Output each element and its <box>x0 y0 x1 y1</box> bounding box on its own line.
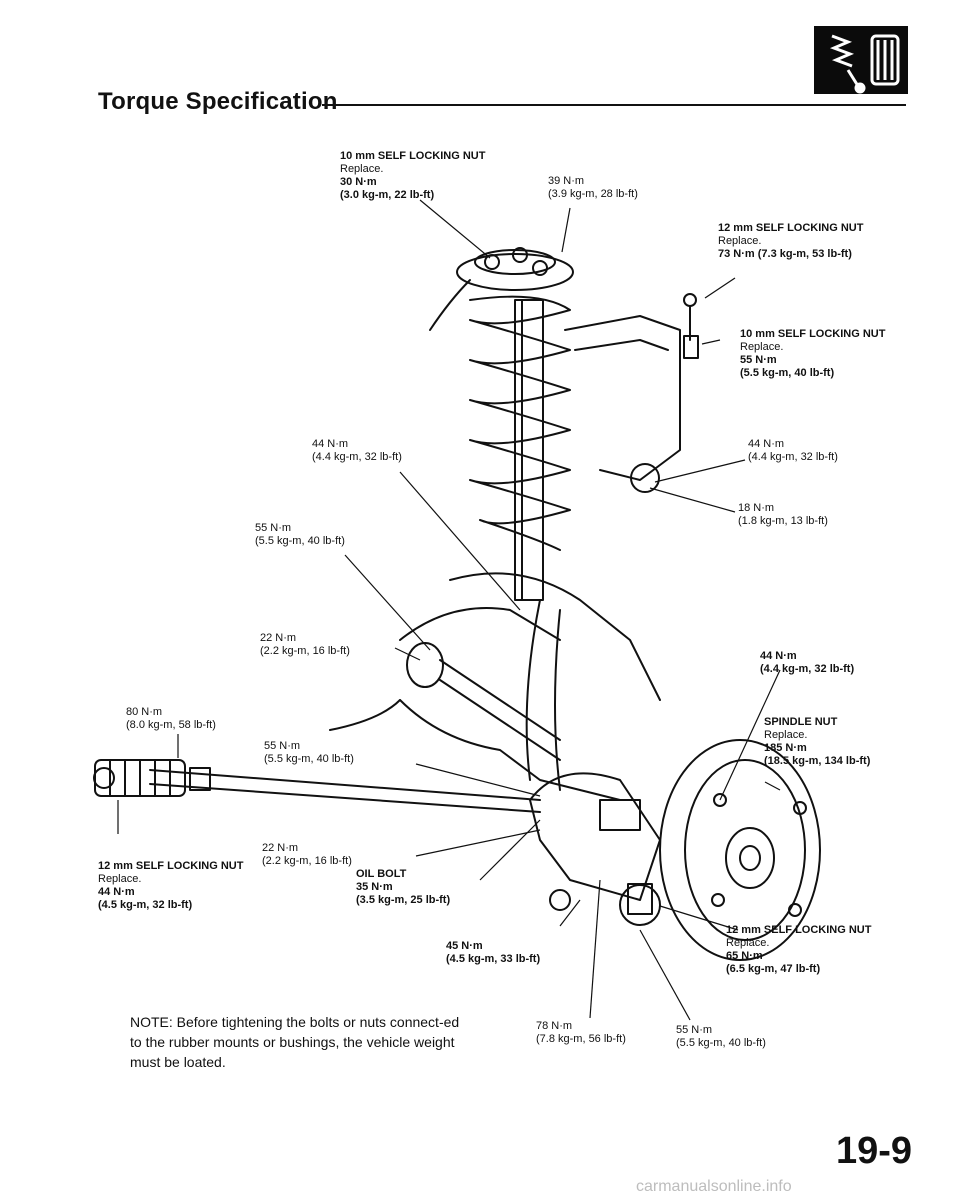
callout-oil-bolt: OIL BOLT 35 N·m (3.5 kg-m, 25 lb-ft) <box>356 868 451 906</box>
callout-fork-pinch-bolt: 55 N·m (5.5 kg-m, 40 lb-ft) <box>255 522 345 547</box>
page-number: 19-9 <box>836 1130 913 1172</box>
callout-lower-ball-joint-nut: 12 mm SELF LOCKING NUT Replace. 65 N·m (… <box>726 924 872 975</box>
page-title: Torque Specification <box>98 88 338 115</box>
callout-abs-sensor: 18 N·m (1.8 kg-m, 13 lb-ft) <box>738 502 828 527</box>
callout-fork-bolt: 44 N·m (4.4 kg-m, 32 lb-ft) <box>312 438 402 463</box>
callout-upper-arm-nut: 12 mm SELF LOCKING NUT Replace. 73 N·m (… <box>718 222 864 260</box>
callout-spindle-nut: SPINDLE NUT Replace. 185 N·m (18.5 kg-m,… <box>764 716 871 767</box>
callout-lower-arm-bolt: 55 N·m (5.5 kg-m, 40 lb-ft) <box>264 740 354 765</box>
shock-absorber-icon <box>814 26 908 94</box>
callout-shock-nut: 39 N·m (3.9 kg-m, 28 lb-ft) <box>548 175 638 200</box>
callout-radius-rod-locking-nut: 12 mm SELF LOCKING NUT Replace. 44 N·m (… <box>98 860 244 911</box>
callout-ball-joint: 44 N·m (4.4 kg-m, 32 lb-ft) <box>748 438 838 463</box>
callout-arm-locking-nut: 10 mm SELF LOCKING NUT Replace. 55 N·m (… <box>740 328 886 379</box>
callout-radius-rod-nut: 80 N·m (8.0 kg-m, 58 lb-ft) <box>126 706 216 731</box>
watermark: carmanualsonline.info <box>636 1178 792 1195</box>
callout-stabilizer-link: 22 N·m (2.2 kg-m, 16 lb-ft) <box>260 632 350 657</box>
callout-upper-mount-nut: 10 mm SELF LOCKING NUT Replace. 30 N·m (… <box>340 150 486 201</box>
callout-damper-fork-bolt: 55 N·m (5.5 kg-m, 40 lb-ft) <box>676 1024 766 1049</box>
callout-caliper-mount: 78 N·m (7.8 kg-m, 56 lb-ft) <box>536 1020 626 1045</box>
callout-caliper-bolt: 45 N·m (4.5 kg-m, 33 lb-ft) <box>446 940 541 965</box>
callout-stabilizer-nut: 22 N·m (2.2 kg-m, 16 lb-ft) <box>262 842 352 867</box>
callout-tie-rod-end: 44 N·m (4.4 kg-m, 32 lb-ft) <box>760 650 855 675</box>
title-rule <box>322 104 906 106</box>
note-text: NOTE: Before tightening the bolts or nut… <box>130 1014 460 1070</box>
